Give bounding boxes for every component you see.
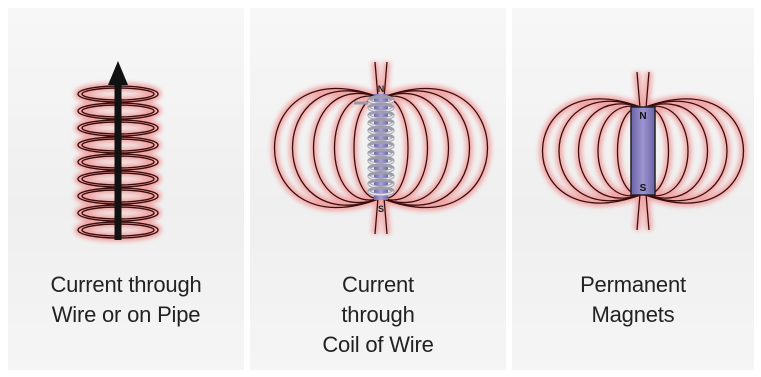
- pole-north-label: N: [378, 84, 385, 94]
- pole-north-label: N: [639, 111, 646, 122]
- panel-wire: Current through Wire or on Pipe: [8, 8, 244, 370]
- caption-line: Current: [250, 270, 506, 300]
- caption-line: Wire or on Pipe: [8, 300, 244, 330]
- panel-coil: N S Current through Coil of Wire: [250, 8, 506, 370]
- caption-coil: Current through Coil of Wire: [250, 270, 506, 360]
- pole-south-label: S: [640, 183, 647, 194]
- caption-line: Permanent: [512, 270, 754, 300]
- current-arrow: [108, 61, 128, 85]
- caption-line: through: [250, 300, 506, 330]
- caption-magnet: Permanent Magnets: [512, 270, 754, 330]
- pole-south-label: S: [378, 204, 384, 214]
- panel-magnet: N S Permanent Magnets: [512, 8, 754, 370]
- caption-line: Coil of Wire: [250, 330, 506, 360]
- caption-line: Current through: [8, 270, 244, 300]
- caption-wire: Current through Wire or on Pipe: [8, 270, 244, 330]
- caption-line: Magnets: [512, 300, 754, 330]
